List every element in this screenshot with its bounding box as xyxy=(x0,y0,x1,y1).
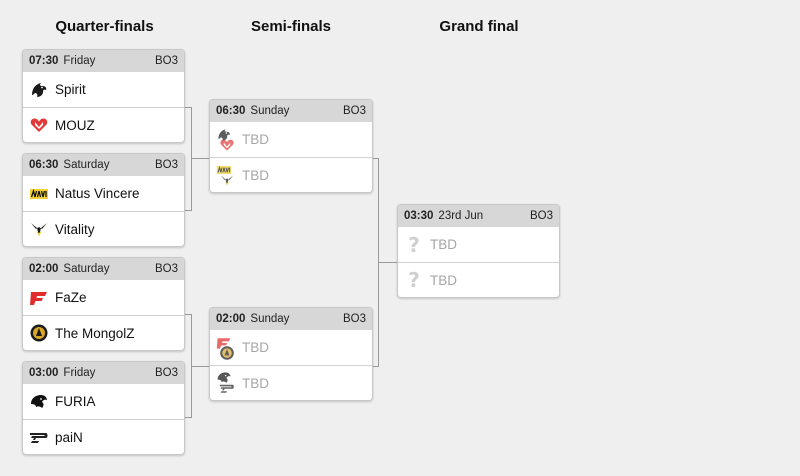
pain-icon xyxy=(29,427,49,447)
match-card-sf1[interactable]: 06:30 Sunday BO3 TBD TBD xyxy=(209,99,373,193)
match-time: 02:00 xyxy=(216,313,246,325)
match-day: Sunday xyxy=(250,313,290,325)
team-name: TBD xyxy=(242,132,269,147)
team-row-tbd[interactable]: TBD xyxy=(210,122,372,157)
team-row-furia[interactable]: FURIA xyxy=(23,384,184,419)
team-name: Vitality xyxy=(55,221,95,237)
match-header: 02:00 Saturday BO3 xyxy=(23,258,184,280)
team-row-tbd[interactable]: TBD xyxy=(210,330,372,365)
team-name: FURIA xyxy=(55,394,96,409)
match-header: 06:30 Saturday BO3 xyxy=(23,154,184,176)
team-name: Natus Vincere xyxy=(55,186,140,201)
furia-pain-stacked-icon xyxy=(216,373,236,393)
match-card-qf2[interactable]: 06:30 Saturday BO3 Natus Vincere Vitalit… xyxy=(22,153,185,247)
match-time: 06:30 xyxy=(29,159,59,171)
connector-to-sf2 xyxy=(192,366,209,367)
team-row-tbd[interactable]: ? TBD xyxy=(398,227,559,262)
match-format: BO3 xyxy=(342,105,366,117)
match-card-qf4[interactable]: 03:00 Friday BO3 FURIA paiN xyxy=(22,361,185,455)
team-row-navi[interactable]: Natus Vincere xyxy=(23,176,184,211)
team-row-mouz[interactable]: MOUZ xyxy=(23,107,184,142)
question-mark-icon: ? xyxy=(408,232,420,257)
team-row-spirit[interactable]: Spirit xyxy=(23,72,184,107)
match-header: 02:00 Sunday BO3 xyxy=(210,308,372,330)
team-name: paiN xyxy=(55,429,83,445)
match-format: BO3 xyxy=(342,313,366,325)
team-row-tbd[interactable]: TBD xyxy=(210,157,372,192)
match-time: 06:30 xyxy=(216,105,246,117)
round-title-grandfinal: Grand final xyxy=(439,18,519,35)
match-time: 02:00 xyxy=(29,263,59,275)
match-format: BO3 xyxy=(154,55,178,67)
team-name: MOUZ xyxy=(55,117,95,133)
navi-icon xyxy=(29,184,49,204)
question-mark-icon: ? xyxy=(408,268,420,292)
faze-icon xyxy=(29,288,49,308)
spirit-dragon-icon xyxy=(29,80,49,100)
match-day: Saturday xyxy=(63,263,110,275)
match-format: BO3 xyxy=(154,159,178,171)
team-name: The MongolZ xyxy=(55,325,135,341)
team-name: FaZe xyxy=(55,290,87,305)
match-header: 03:00 Friday BO3 xyxy=(23,362,184,384)
team-name: TBD xyxy=(430,272,457,288)
connector-qf3-qf4 xyxy=(184,314,192,418)
match-header: 03:30 23rd Jun BO3 xyxy=(398,205,559,227)
match-day: Sunday xyxy=(250,105,290,117)
navi-vitality-stacked-icon xyxy=(216,165,236,185)
connector-to-gf xyxy=(379,262,397,263)
match-time: 03:00 xyxy=(29,367,59,379)
match-day: 23rd Jun xyxy=(438,210,484,222)
round-title-quarterfinals: Quarter-finals xyxy=(55,18,154,35)
match-day: Saturday xyxy=(63,159,110,171)
team-row-mongolz[interactable]: The MongolZ xyxy=(23,315,184,350)
mongolz-icon xyxy=(29,323,49,343)
team-name: TBD xyxy=(242,340,269,355)
match-day: Friday xyxy=(63,55,96,67)
team-row-tbd[interactable]: TBD xyxy=(210,365,372,400)
faze-mongolz-stacked-icon xyxy=(216,338,236,358)
team-name: TBD xyxy=(242,375,269,391)
furia-panther-icon xyxy=(29,392,49,412)
team-row-faze[interactable]: FaZe xyxy=(23,280,184,315)
vitality-bee-icon xyxy=(29,219,49,239)
team-name: Spirit xyxy=(55,82,86,97)
match-time: 07:30 xyxy=(29,55,59,67)
round-title-semifinals: Semi-finals xyxy=(250,18,332,35)
team-row-tbd[interactable]: ? TBD xyxy=(398,262,559,297)
connector-sf1-sf2 xyxy=(372,158,379,367)
match-header: 06:30 Sunday BO3 xyxy=(210,100,372,122)
match-card-sf2[interactable]: 02:00 Sunday BO3 TBD TBD xyxy=(209,307,373,401)
match-card-grandfinal[interactable]: 03:30 23rd Jun BO3 ? TBD ? TBD xyxy=(397,204,560,298)
team-row-pain[interactable]: paiN xyxy=(23,419,184,454)
connector-to-sf1 xyxy=(192,158,209,159)
match-format: BO3 xyxy=(529,210,553,222)
match-format: BO3 xyxy=(154,367,178,379)
match-card-qf1[interactable]: 07:30 Friday BO3 Spirit MOUZ xyxy=(22,49,185,143)
team-name: TBD xyxy=(242,167,269,183)
match-day: Friday xyxy=(63,367,96,379)
match-header: 07:30 Friday BO3 xyxy=(23,50,184,72)
match-card-qf3[interactable]: 02:00 Saturday BO3 FaZe The MongolZ xyxy=(22,257,185,351)
match-format: BO3 xyxy=(154,263,178,275)
team-row-vitality[interactable]: Vitality xyxy=(23,211,184,246)
match-time: 03:30 xyxy=(404,210,434,222)
connector-qf1-qf2 xyxy=(184,107,192,211)
spirit-mouz-stacked-icon xyxy=(216,130,236,150)
mouz-heart-icon xyxy=(29,115,49,135)
team-name: TBD xyxy=(430,237,457,252)
